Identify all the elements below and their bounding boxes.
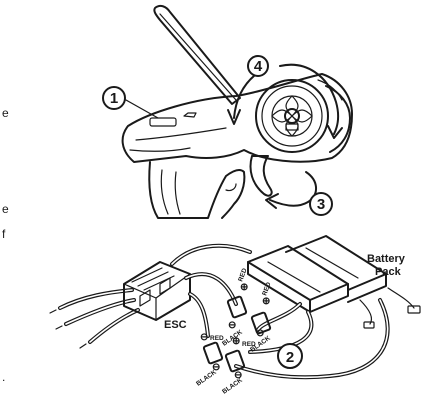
black-label-3: BLACK bbox=[195, 369, 218, 388]
throttle-trigger bbox=[249, 155, 273, 197]
esc-unit bbox=[123, 261, 191, 321]
red-label-1: RED bbox=[237, 267, 248, 283]
connector-4 bbox=[224, 349, 246, 373]
margin-fragment-3: f bbox=[2, 227, 6, 241]
callout-1: 1 bbox=[102, 86, 126, 110]
connector-3 bbox=[202, 341, 224, 365]
esc-label: ESC bbox=[164, 319, 187, 331]
steering-wheel bbox=[255, 79, 329, 153]
battery-pack bbox=[247, 235, 387, 313]
throttle-arrow bbox=[269, 171, 317, 207]
red-label-3: RED bbox=[210, 335, 224, 342]
black-label-4: BLACK bbox=[221, 377, 244, 396]
wiring-diagram: ESC Battery Pack bbox=[49, 235, 421, 396]
motor-lead-3 bbox=[88, 308, 140, 344]
esc-lead-black bbox=[188, 292, 210, 338]
polarity-plus-1: ⊕ bbox=[240, 282, 248, 293]
callout-2: 2 bbox=[277, 343, 303, 369]
polarity-plus-2: ⊕ bbox=[262, 296, 270, 307]
svg-text:3: 3 bbox=[317, 196, 325, 213]
red-label-4: RED bbox=[242, 341, 256, 348]
polarity-minus-3: ⊖ bbox=[200, 332, 208, 343]
motor-lead-1 bbox=[58, 288, 134, 310]
connector-1 bbox=[226, 295, 248, 319]
connector-2 bbox=[250, 311, 272, 335]
grip-handle bbox=[148, 161, 246, 219]
svg-text:1: 1 bbox=[110, 90, 118, 107]
red-label-2: RED bbox=[261, 281, 272, 297]
polarity-minus-2: ⊖ bbox=[256, 328, 264, 339]
antenna bbox=[153, 4, 241, 105]
svg-text:4: 4 bbox=[254, 58, 263, 75]
callout-3: 3 bbox=[309, 192, 333, 216]
steering-arrow-right bbox=[279, 63, 340, 135]
callout-4: 4 bbox=[247, 55, 269, 77]
power-switch bbox=[149, 117, 177, 127]
polarity-minus-1: ⊖ bbox=[228, 320, 236, 331]
polarity-minus-5: ⊖ bbox=[234, 370, 242, 381]
margin-fragment-1: e bbox=[2, 106, 9, 120]
svg-text:2: 2 bbox=[286, 349, 294, 366]
margin-fragment-4: . bbox=[2, 370, 5, 384]
transmitter bbox=[121, 4, 353, 219]
battery-label-line2: Pack bbox=[375, 266, 402, 278]
polarity-plus-3: ⊕ bbox=[232, 336, 240, 347]
margin-fragment-2: e bbox=[2, 202, 9, 216]
battery-label-line1: Battery bbox=[367, 253, 406, 265]
polarity-minus-4: ⊖ bbox=[212, 362, 220, 373]
